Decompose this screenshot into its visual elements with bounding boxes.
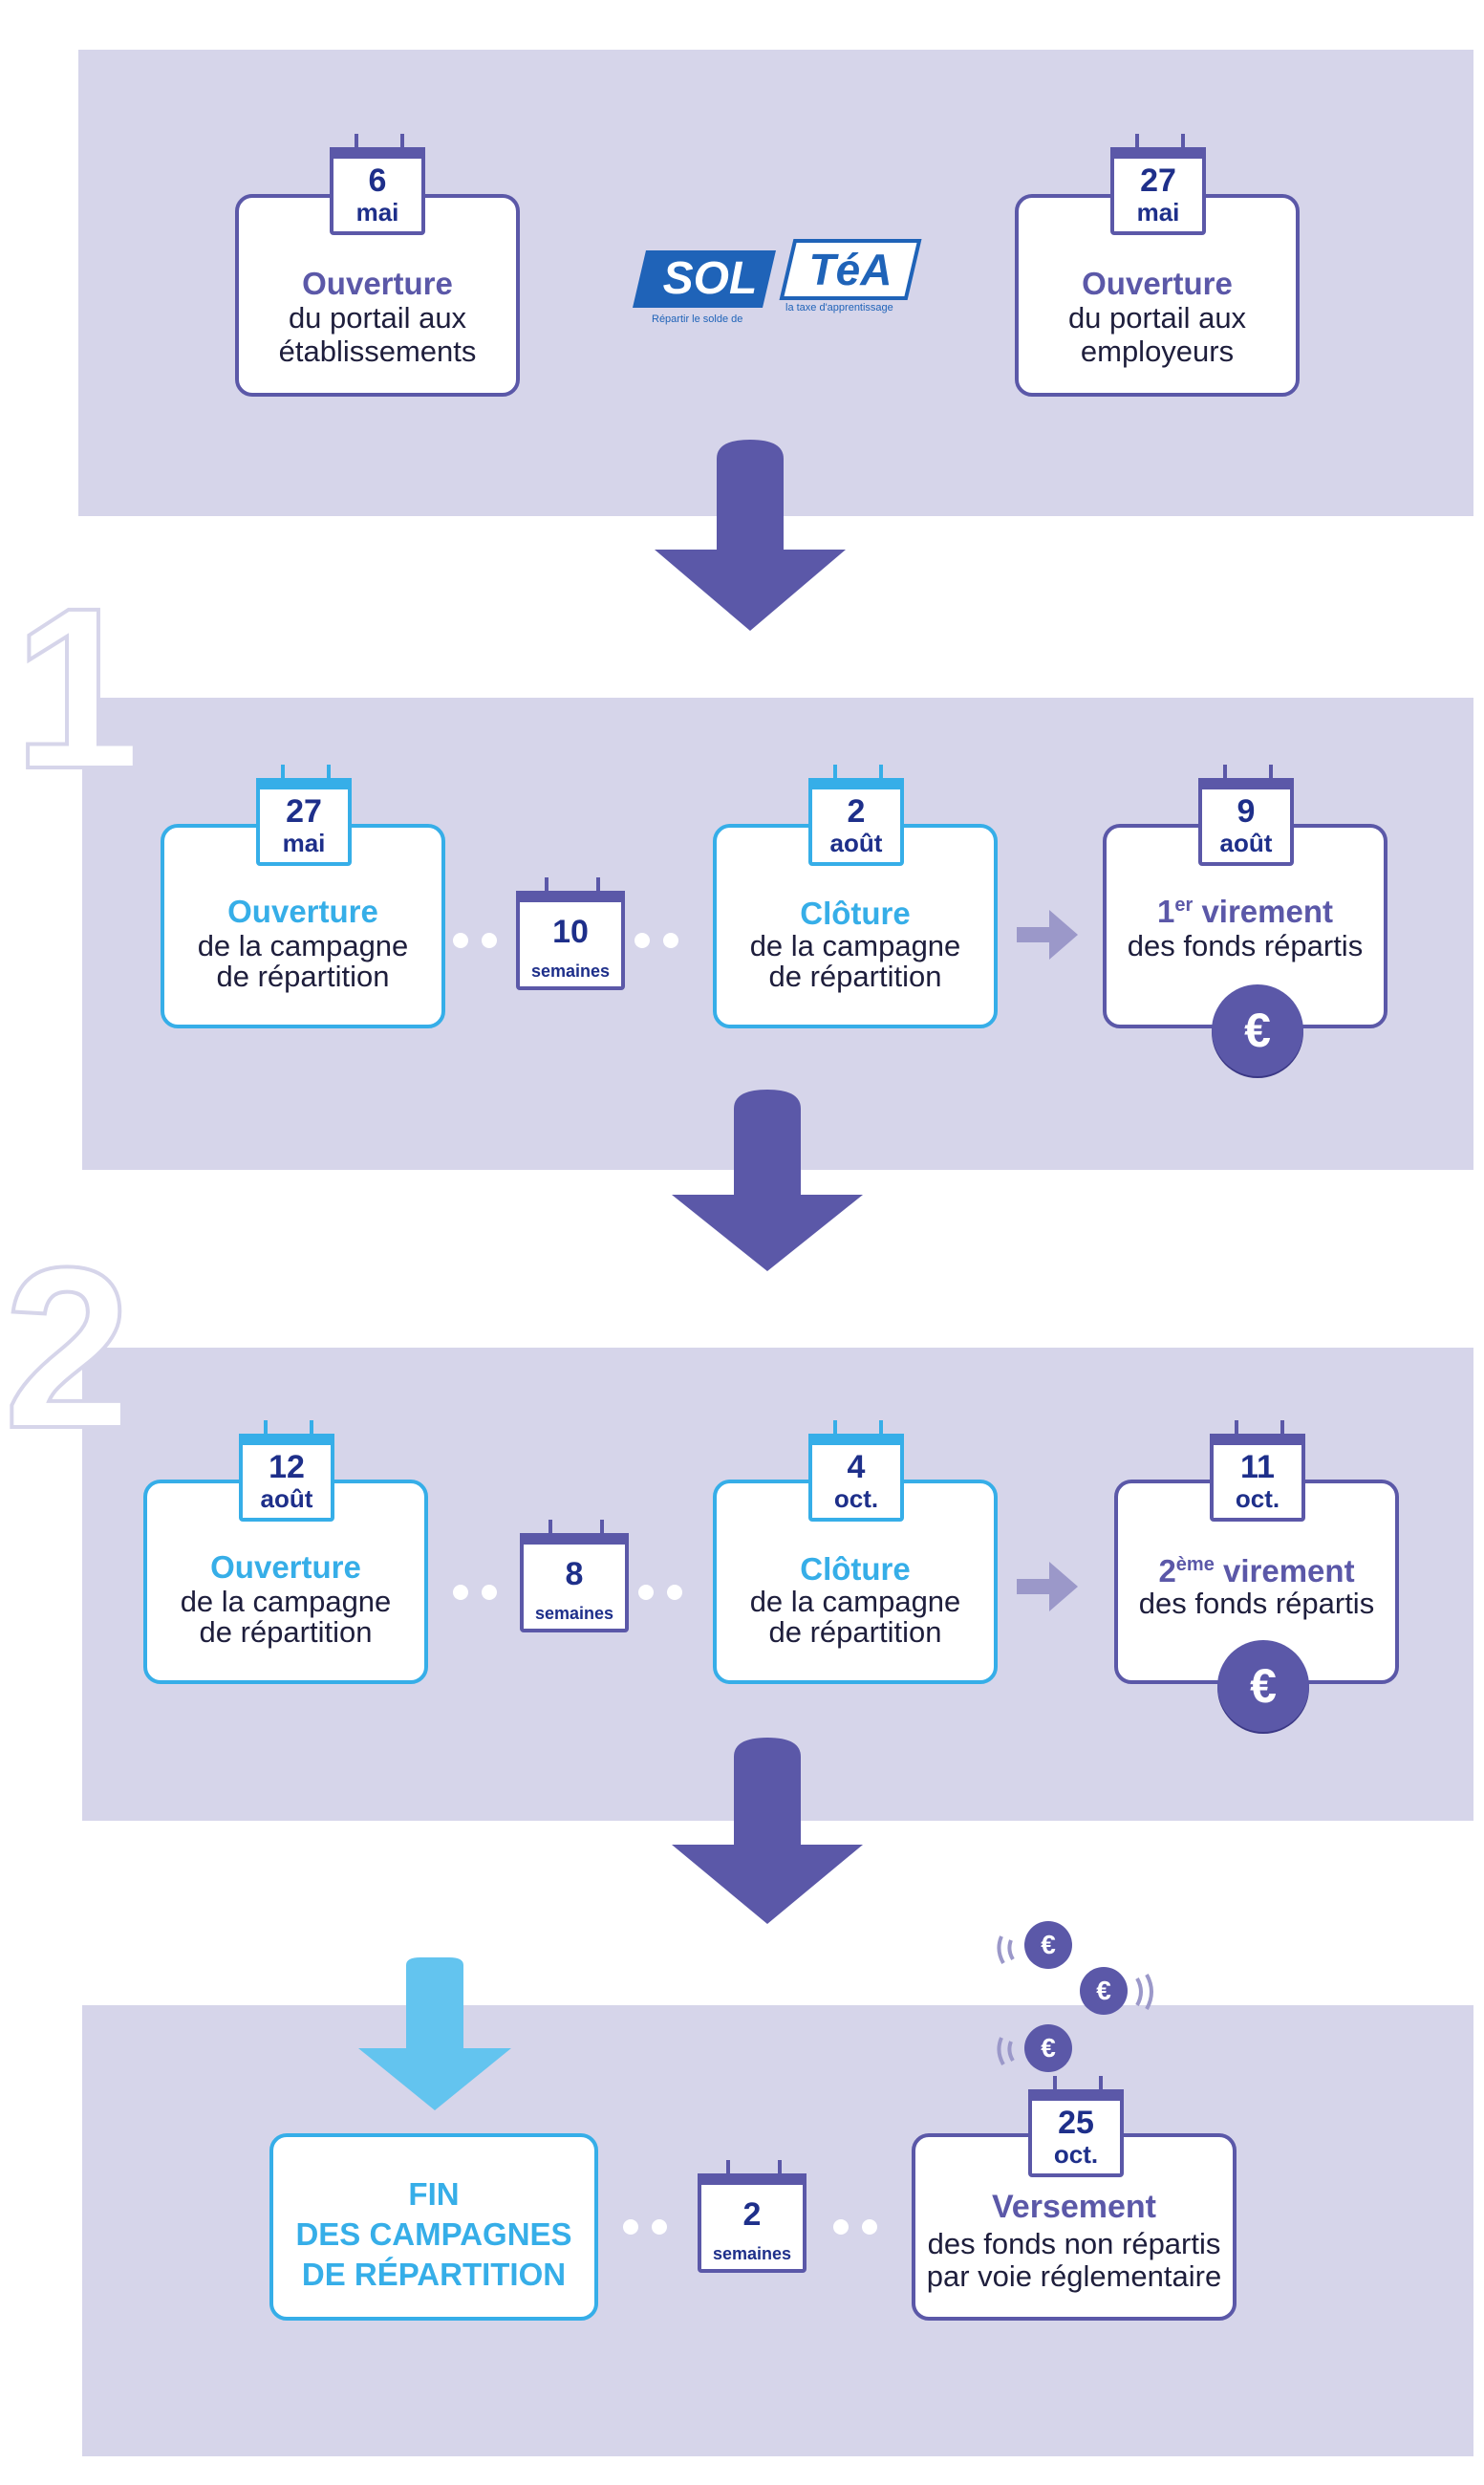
step-number-1: 1 — [11, 560, 142, 816]
calendar-month: mai — [1136, 198, 1180, 227]
card-line: de répartition — [768, 1615, 942, 1649]
logo-tagline-right: la taxe d'apprentissage — [785, 302, 893, 313]
card-title: Versement — [992, 2189, 1156, 2225]
motion-lines-icon — [997, 1935, 1153, 2065]
calendar-day: 25 — [1058, 2105, 1094, 2141]
euro-coin-icon: € — [1080, 1967, 1128, 2015]
dots-separator — [623, 2219, 680, 2235]
calendar-icon: 27 mai — [1110, 134, 1206, 235]
card-line: de la campagne — [749, 929, 961, 962]
logo-tea: TéA — [808, 245, 893, 294]
card-line: de la campagne — [749, 1585, 961, 1618]
dots-separator — [453, 1585, 510, 1600]
end-line: DE RÉPARTITION — [301, 2257, 567, 2292]
euro-coin-icon: € — [1212, 984, 1303, 1076]
card-line: des fonds répartis — [1138, 1587, 1375, 1620]
calendar-icon: 12 août — [239, 1420, 334, 1522]
calendar-icon: 9 août — [1198, 765, 1294, 866]
logo-tagline-left: Répartir le solde de — [652, 313, 743, 325]
card-line: de la campagne — [180, 1585, 392, 1618]
calendar-month: août — [260, 1484, 313, 1513]
arrow-right-icon — [1017, 910, 1078, 960]
calendar-day: 11 — [1240, 1449, 1275, 1485]
calendar-icon: 6 mai — [330, 134, 425, 235]
card-line: employeurs — [1080, 335, 1235, 368]
calendar-month: oct. — [1235, 1484, 1280, 1513]
calendar-day: 2 — [847, 793, 866, 830]
end-line: FIN — [408, 2176, 460, 2212]
duration-value: 8 — [565, 1556, 584, 1592]
card-line: établissements — [278, 335, 477, 368]
calendar-icon: 4 oct. — [808, 1420, 904, 1522]
duration-calendar-icon: 2 semaines — [698, 2160, 807, 2273]
card-title-word: virement — [1201, 894, 1333, 929]
duration-value: 10 — [552, 914, 589, 950]
duration-unit: semaines — [534, 1604, 614, 1623]
euro-coin-icon: € — [1024, 1921, 1072, 1969]
calendar-icon: 2 août — [808, 765, 904, 866]
calendar-month: mai — [355, 198, 399, 227]
duration-unit: semaines — [712, 2244, 792, 2263]
duration-value: 2 — [742, 2196, 762, 2233]
calendar-month: oct. — [1053, 2140, 1099, 2169]
card-line: de la campagne — [197, 929, 409, 962]
card-title: 2ème virement — [1118, 1554, 1395, 1588]
card-title: Clôture — [800, 896, 911, 931]
soltea-logo: SOL TéA Répartir le solde de la taxe d'a… — [633, 239, 929, 335]
card-line: de répartition — [199, 1615, 373, 1649]
card-title: 1er virement — [1107, 895, 1384, 928]
duration-calendar-icon: 8 semaines — [520, 1520, 629, 1632]
calendar-icon: 11 oct. — [1210, 1420, 1305, 1522]
calendar-day: 27 — [286, 793, 322, 830]
card-line: du portail aux — [288, 301, 467, 335]
calendar-month: oct. — [833, 1484, 879, 1513]
card-title: Clôture — [800, 1551, 911, 1587]
card-line: de répartition — [216, 960, 390, 993]
euro-coin-icon: € — [1217, 1640, 1309, 1732]
dots-separator — [638, 1585, 696, 1600]
logo-sol: SOL — [662, 253, 758, 304]
calendar-icon: 27 mai — [256, 765, 352, 866]
card-campaign2-opening: Ouverture de la campagne de répartition — [143, 1480, 428, 1684]
ordinal: 1 — [1157, 894, 1175, 929]
dots-separator — [453, 933, 510, 948]
dots-separator — [634, 933, 692, 948]
arrow-right-icon — [1017, 1562, 1078, 1611]
card-title: Ouverture — [1082, 266, 1233, 301]
card-campaign1-opening: Ouverture de la campagne de répartition — [161, 824, 445, 1028]
calendar-day: 27 — [1140, 162, 1176, 199]
arrow-down-icon — [655, 440, 846, 631]
calendar-month: août — [1219, 829, 1273, 857]
step-number-2: 2 — [2, 1220, 133, 1476]
card-line: par voie réglementaire — [926, 2259, 1222, 2293]
calendar-day: 9 — [1237, 793, 1256, 830]
arrow-down-light-icon — [358, 1957, 511, 2110]
calendar-month: août — [829, 829, 883, 857]
duration-unit: semaines — [530, 962, 611, 981]
card-title: Ouverture — [302, 266, 453, 301]
card-campaign1-closing: Clôture de la campagne de répartition — [713, 824, 998, 1028]
calendar-month: mai — [282, 829, 326, 857]
card-line: de répartition — [768, 960, 942, 993]
calendar-icon: 25 oct. — [1028, 2076, 1124, 2177]
calendar-day: 12 — [269, 1449, 305, 1485]
card-line: des fonds non répartis — [927, 2227, 1221, 2260]
calendar-day: 6 — [368, 162, 387, 199]
card-title: Ouverture — [210, 1549, 361, 1585]
card-end-of-campaigns: FIN DES CAMPAGNES DE RÉPARTITION — [269, 2133, 598, 2321]
arrow-down-icon — [672, 1738, 863, 1924]
arrow-down-icon — [672, 1090, 863, 1271]
ordinal-suffix: er — [1174, 895, 1194, 916]
card-title-word: virement — [1223, 1553, 1355, 1588]
euro-coin-icon: € — [1024, 2024, 1072, 2072]
duration-calendar-icon: 10 semaines — [516, 877, 625, 990]
ordinal-suffix: ème — [1175, 1554, 1215, 1575]
card-line: du portail aux — [1067, 301, 1247, 335]
end-line: DES CAMPAGNES — [295, 2216, 572, 2252]
card-line: des fonds répartis — [1127, 929, 1364, 962]
calendar-day: 4 — [847, 1449, 866, 1485]
ordinal: 2 — [1158, 1553, 1176, 1588]
card-title: Ouverture — [227, 894, 378, 929]
dots-separator — [833, 2219, 891, 2235]
